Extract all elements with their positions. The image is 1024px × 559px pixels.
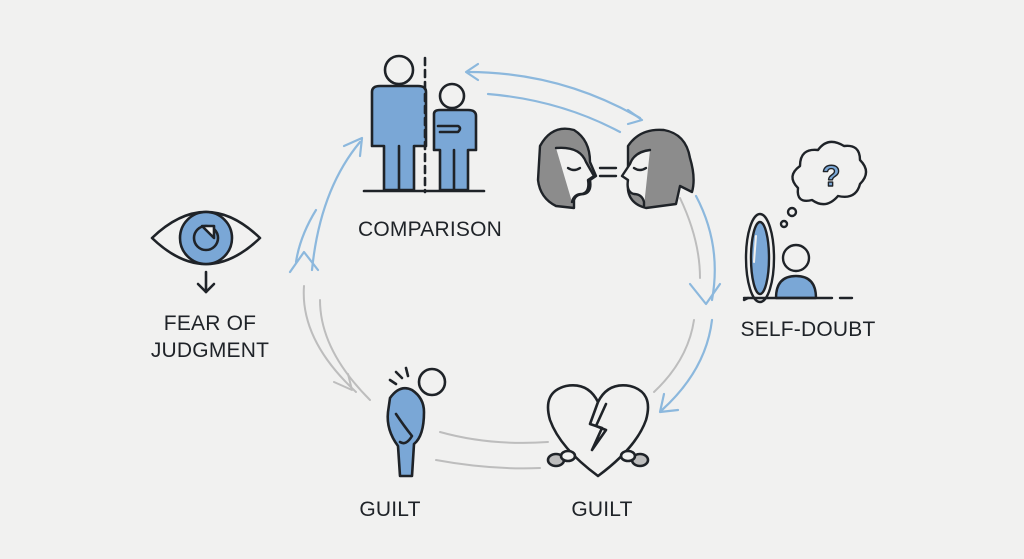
- arrow-right-lower-head: [658, 392, 680, 414]
- slumped-person-icon: [386, 366, 447, 478]
- label-fear-of-judgment: FEAR OF JUDGMENT: [150, 312, 270, 362]
- label-self-doubt: SELF-DOUBT: [740, 318, 876, 341]
- arrow-left-upper-head: [342, 136, 364, 158]
- arrow-right-lower-inner: [653, 319, 695, 393]
- arrow-top-head-right: [626, 108, 644, 126]
- eye-icon: [150, 210, 262, 294]
- arrow-left-upper-inner: [294, 208, 318, 264]
- mirror-question-icon: ?: [742, 140, 868, 304]
- arrow-top-outer: [466, 70, 642, 120]
- arrow-left-lower-head: [333, 373, 353, 391]
- height-comparison-icon: [362, 54, 486, 194]
- arrow-bottom-upper: [439, 431, 549, 444]
- arrow-left-mid-head: [288, 250, 320, 274]
- label-guilt-right: GUILT: [571, 498, 633, 521]
- label-comparison: COMPARISON: [358, 218, 502, 241]
- arrow-left-lower: [319, 299, 371, 401]
- arrow-right-upper-head: [688, 282, 722, 306]
- arrow-bottom-lower: [435, 459, 541, 470]
- label-guilt-left: GUILT: [359, 498, 421, 521]
- arrow-right-upper: [694, 194, 716, 302]
- arrow-right-lower: [660, 318, 714, 412]
- arrow-top-head-left: [464, 62, 480, 82]
- two-faces-equal-icon: [536, 127, 695, 210]
- cycle-arrows: [288, 62, 722, 470]
- arrow-left-lower-inner: [302, 285, 357, 393]
- arrow-left-upper: [310, 140, 362, 272]
- svg-text:?: ?: [822, 160, 840, 193]
- arrow-top-inner: [486, 92, 622, 134]
- broken-heart-chained-icon: [546, 384, 650, 478]
- arrow-right-upper-inner: [679, 197, 701, 279]
